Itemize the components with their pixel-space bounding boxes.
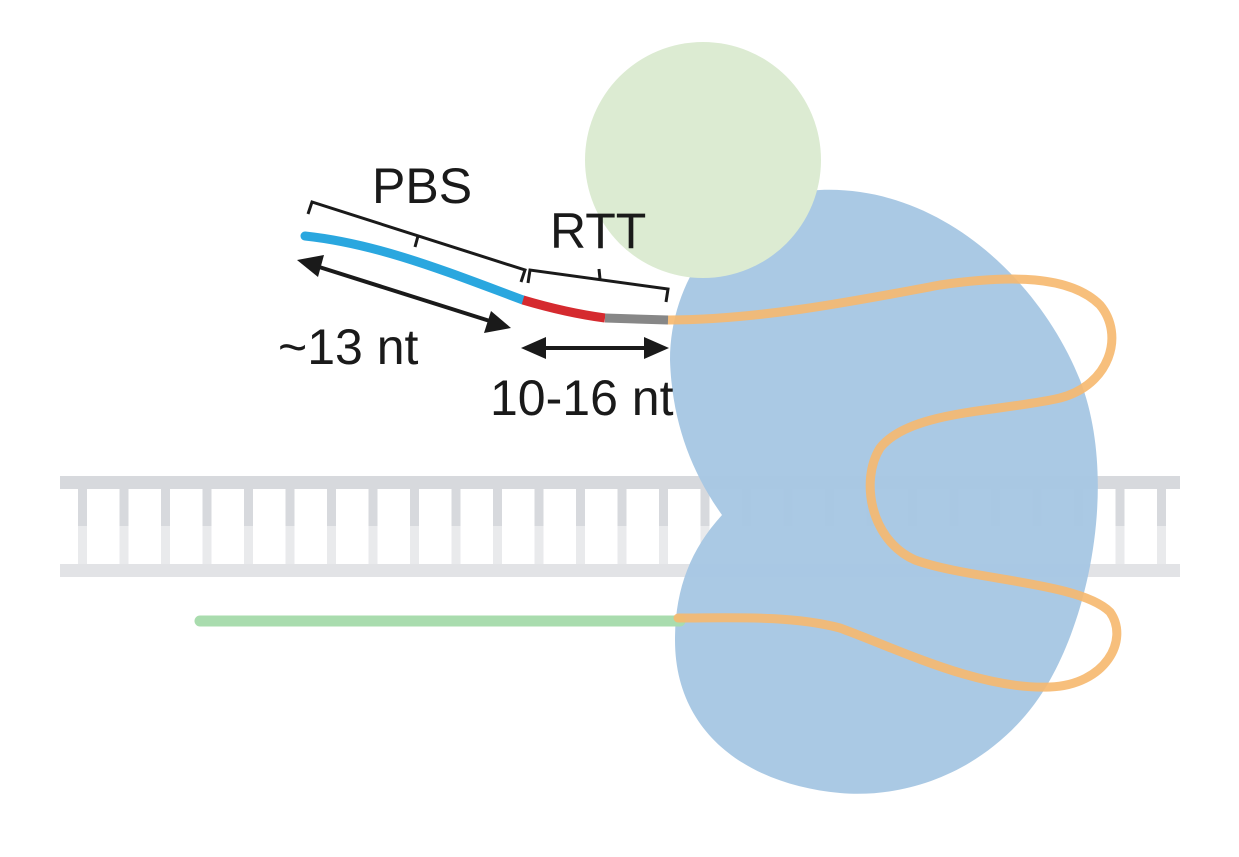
base-pair-rung: [244, 526, 253, 564]
rtt-length-label: 10-16 nt: [490, 370, 674, 426]
guide-rna-scaffold: [663, 274, 1122, 692]
base-pair-rung: [659, 526, 668, 564]
pbs-strand: [300, 231, 528, 305]
rtt-strand: [521, 295, 606, 323]
base-pair-rung: [244, 489, 253, 526]
rtt-length-arrow-icon: [521, 337, 669, 359]
base-pair-rung: [285, 489, 295, 526]
protein-body: [670, 189, 1098, 794]
base-pair-rung: [78, 489, 87, 526]
pegrna-extension: [300, 231, 669, 325]
base-pair-rung: [410, 489, 419, 526]
rtt-tail-strand: [604, 313, 669, 325]
base-pair-rung: [368, 489, 378, 526]
base-pair-rung: [534, 526, 544, 564]
base-pair-rung: [327, 489, 336, 526]
base-pair-rung: [327, 526, 336, 564]
rtt-bracket-icon: [526, 268, 670, 303]
protein-top-domain: [585, 42, 821, 278]
base-pair-rung: [576, 489, 585, 526]
base-pair-rung: [617, 489, 627, 526]
base-pair-rung: [659, 489, 668, 526]
base-pair-rung: [493, 526, 502, 564]
base-pair-rung: [576, 526, 585, 564]
pbs-length-arrow-icon: [297, 255, 511, 333]
base-pair-rung: [410, 526, 419, 564]
base-pair-rung: [1157, 489, 1166, 526]
base-pair-rung: [617, 526, 627, 564]
base-pair-rung: [451, 526, 461, 564]
pbs-label: PBS: [372, 158, 472, 214]
base-pair-rung: [1157, 526, 1166, 564]
base-pair-rung: [161, 489, 170, 526]
base-pair-rung: [202, 526, 212, 564]
base-pair-rung: [161, 526, 170, 564]
base-pair-rung: [202, 489, 212, 526]
base-pair-rung: [451, 489, 461, 526]
base-pair-rung: [493, 489, 502, 526]
base-pair-rung: [534, 489, 544, 526]
base-pair-rung: [1115, 489, 1125, 526]
base-pair-rung: [119, 526, 129, 564]
pbs-bracket-icon: [306, 200, 527, 283]
base-pair-rung: [700, 489, 710, 526]
base-pair-rung: [285, 526, 295, 564]
base-pair-rung: [1115, 526, 1125, 564]
base-pair-rung: [78, 526, 87, 564]
rtt-label: RTT: [550, 203, 646, 259]
base-pair-rung: [368, 526, 378, 564]
base-pair-rung: [119, 489, 129, 526]
pbs-length-label: ~13 nt: [278, 319, 419, 375]
